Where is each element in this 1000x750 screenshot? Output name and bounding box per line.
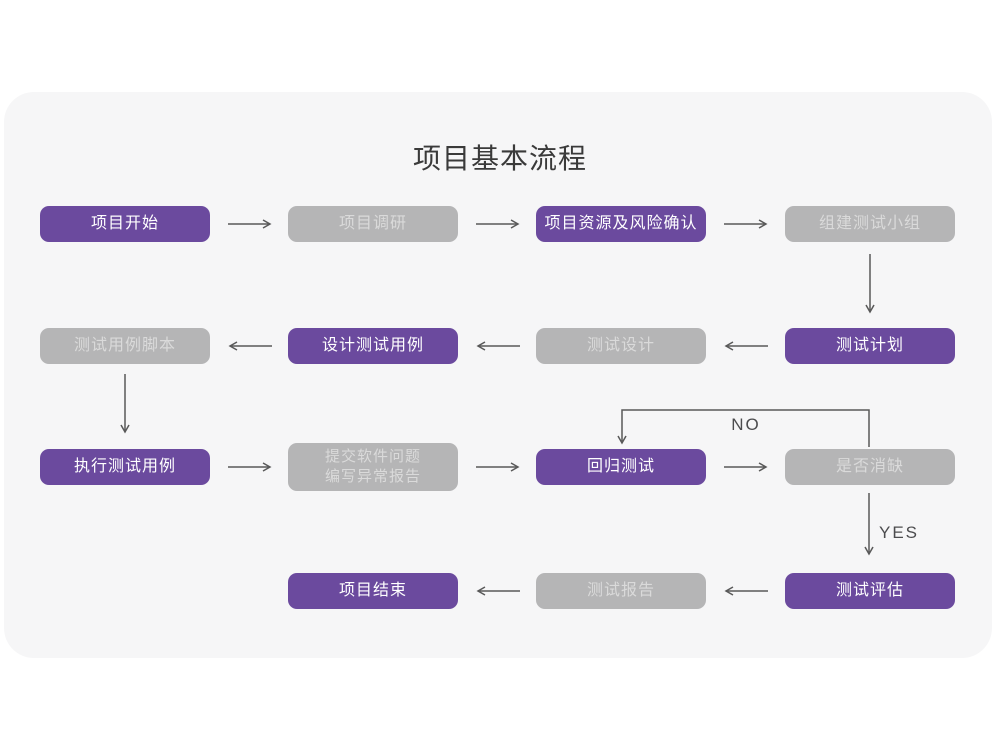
flow-node-defect-cleared: 是否消缺 <box>785 449 955 485</box>
flow-node-execute-test-cases: 执行测试用例 <box>40 449 210 485</box>
flowchart-card <box>4 92 992 658</box>
branch-label-yes: YES <box>879 523 920 542</box>
flow-node-regression-test: 回归测试 <box>536 449 706 485</box>
flow-node-resources-risk: 项目资源及风险确认 <box>536 206 706 242</box>
submit-issues-line-2: 编写异常报告 <box>324 468 421 485</box>
flow-node-build-test-team: 组建测试小组 <box>785 206 955 242</box>
flow-node-project-start: 项目开始 <box>40 206 210 242</box>
flow-node-test-report: 测试报告 <box>536 573 706 609</box>
flow-node-submit-issues: 提交软件问题 编写异常报告 <box>288 443 458 491</box>
flow-node-test-plan: 测试计划 <box>785 328 955 364</box>
flow-node-project-end: 项目结束 <box>288 573 458 609</box>
branch-label-no: NO <box>731 415 761 434</box>
flow-node-project-research: 项目调研 <box>288 206 458 242</box>
flow-node-design-test-cases: 设计测试用例 <box>288 328 458 364</box>
flow-node-test-design: 测试设计 <box>536 328 706 364</box>
submit-issues-line-1: 提交软件问题 <box>324 448 421 465</box>
flow-node-test-case-scripts: 测试用例脚本 <box>40 328 210 364</box>
diagram-title: 项目基本流程 <box>412 143 587 174</box>
flow-node-test-evaluation: 测试评估 <box>785 573 955 609</box>
